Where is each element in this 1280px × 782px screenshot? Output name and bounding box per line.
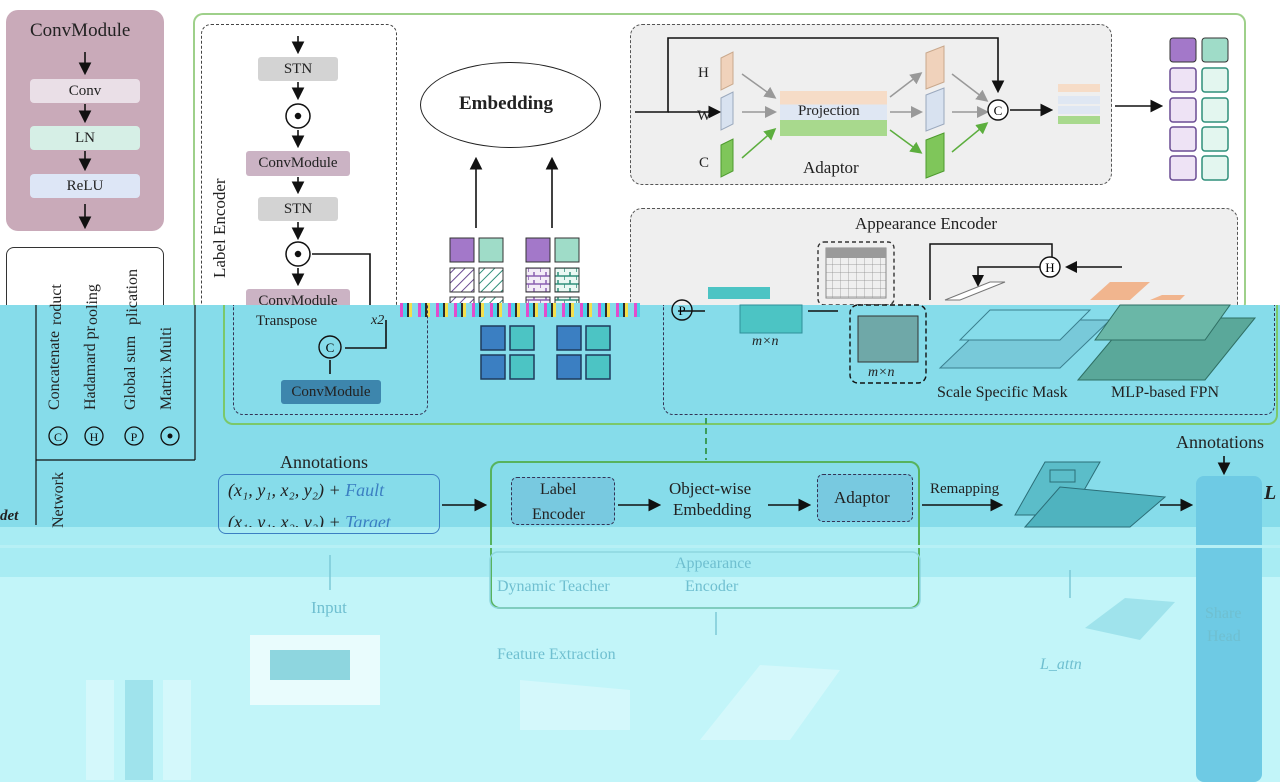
main-frame-lower	[223, 305, 1278, 425]
share-head-label-2: Head	[1207, 628, 1241, 645]
main-frame	[193, 13, 1246, 313]
conv-step: Conv	[30, 79, 140, 103]
fpn-label: MLP-based FPN	[1111, 384, 1220, 401]
mn-feature-gray	[857, 315, 919, 363]
appearance-encoder-title: Appearance Encoder	[855, 214, 998, 233]
appearance-label: Appearance	[675, 555, 752, 572]
glitch-strip	[400, 303, 640, 317]
encoder-label: Encoder	[685, 578, 739, 595]
pool-symbol-text: P	[678, 303, 685, 318]
loss-fragment: L	[1264, 482, 1277, 504]
formula-2: (x₁, y₁, x₂, y₂) + Target	[228, 512, 391, 527]
object-wise-label: Object-wise	[669, 479, 752, 498]
mn-dashed-box	[849, 304, 927, 384]
mn-feature-teal	[739, 304, 803, 334]
symbol-legend-panel	[6, 247, 164, 317]
ln-step: LN	[30, 126, 140, 150]
remap-bbox	[1049, 469, 1076, 483]
label-encoder-box	[201, 24, 397, 314]
projection-block	[780, 91, 887, 136]
svg-text:H: H	[1045, 260, 1054, 275]
remapping-label: Remapping	[930, 481, 1000, 497]
cyan-band-lower	[0, 577, 1280, 782]
share-head-label-1: Share	[1205, 605, 1242, 622]
concat-symbol-text: C	[326, 340, 335, 355]
feature-extraction-label: Feature Extraction	[497, 646, 616, 663]
formula-1: (x₁, y₁, x₂, y₂) + Fault	[228, 480, 385, 500]
transpose-dashed-box	[233, 305, 428, 415]
transpose-label: Transpose	[256, 313, 318, 329]
label-encoder-arrows	[291, 36, 371, 312]
mn-label-left: m×n	[752, 334, 779, 349]
appearance-encoder-box	[630, 208, 1238, 318]
loss-mid-label: L_attn	[1040, 656, 1082, 673]
embedding-ellipse	[420, 62, 601, 148]
convmodule-block-1: ConvModule	[246, 151, 350, 176]
x2-label: x2	[371, 313, 385, 328]
legend-symbol-c: C	[54, 430, 62, 444]
convmodule-title: ConvModule	[30, 20, 131, 41]
legend-symbol-h: H	[90, 430, 99, 444]
mn-label-right: m×n	[868, 365, 895, 380]
label-encoder-mini-box	[511, 477, 615, 525]
adaptor-mini-label: Adaptor	[834, 488, 890, 507]
adaptor-graphics: C	[635, 37, 1164, 179]
label-encoder-mini-label: Label	[540, 481, 577, 498]
relu-step: ReLU	[30, 174, 140, 198]
annotations-left-title: Annotations	[280, 452, 368, 472]
annotations-right-title: Annotations	[1176, 432, 1264, 452]
embedding-label: Embedding	[459, 93, 553, 114]
projection-label: Projection	[798, 103, 860, 119]
embedding-arrows	[469, 156, 559, 228]
legend-detect-fragment: det	[0, 508, 19, 524]
adaptor-mini-box	[817, 474, 913, 522]
adaptor-output-squares	[1169, 37, 1229, 181]
lower-embedding-squares	[480, 325, 611, 380]
label-encoder-mini-label-2: Encoder	[532, 506, 586, 523]
object-wise-label-2: Embedding	[673, 500, 752, 519]
adaptor-c-label: C	[699, 155, 710, 171]
odot-symbol	[285, 103, 311, 267]
adaptor-h-label: H	[698, 65, 709, 81]
legend-symbol-p: P	[131, 430, 138, 444]
remap-plane-2	[1023, 486, 1167, 528]
bottom-convmodule-block: ConvModule	[281, 380, 381, 404]
stn-block-2: STN	[258, 197, 338, 221]
dynamic-teacher-label: Dynamic Teacher	[497, 578, 610, 595]
mask-plane-2	[958, 309, 1092, 341]
adaptor-title: Adaptor	[803, 158, 859, 177]
svg-text:C: C	[994, 103, 1003, 118]
annotations-left-box	[218, 474, 440, 534]
appearance-encoder-graphics: H	[708, 241, 1185, 306]
input-label: Input	[311, 598, 347, 617]
share-head-box	[1196, 476, 1262, 782]
scale-mask-label: Scale Specific Mask	[937, 384, 1068, 401]
appearance-encoder-lower	[663, 305, 1275, 415]
stn-block-1: STN	[258, 57, 338, 81]
fpn-plane-2	[1094, 304, 1231, 341]
